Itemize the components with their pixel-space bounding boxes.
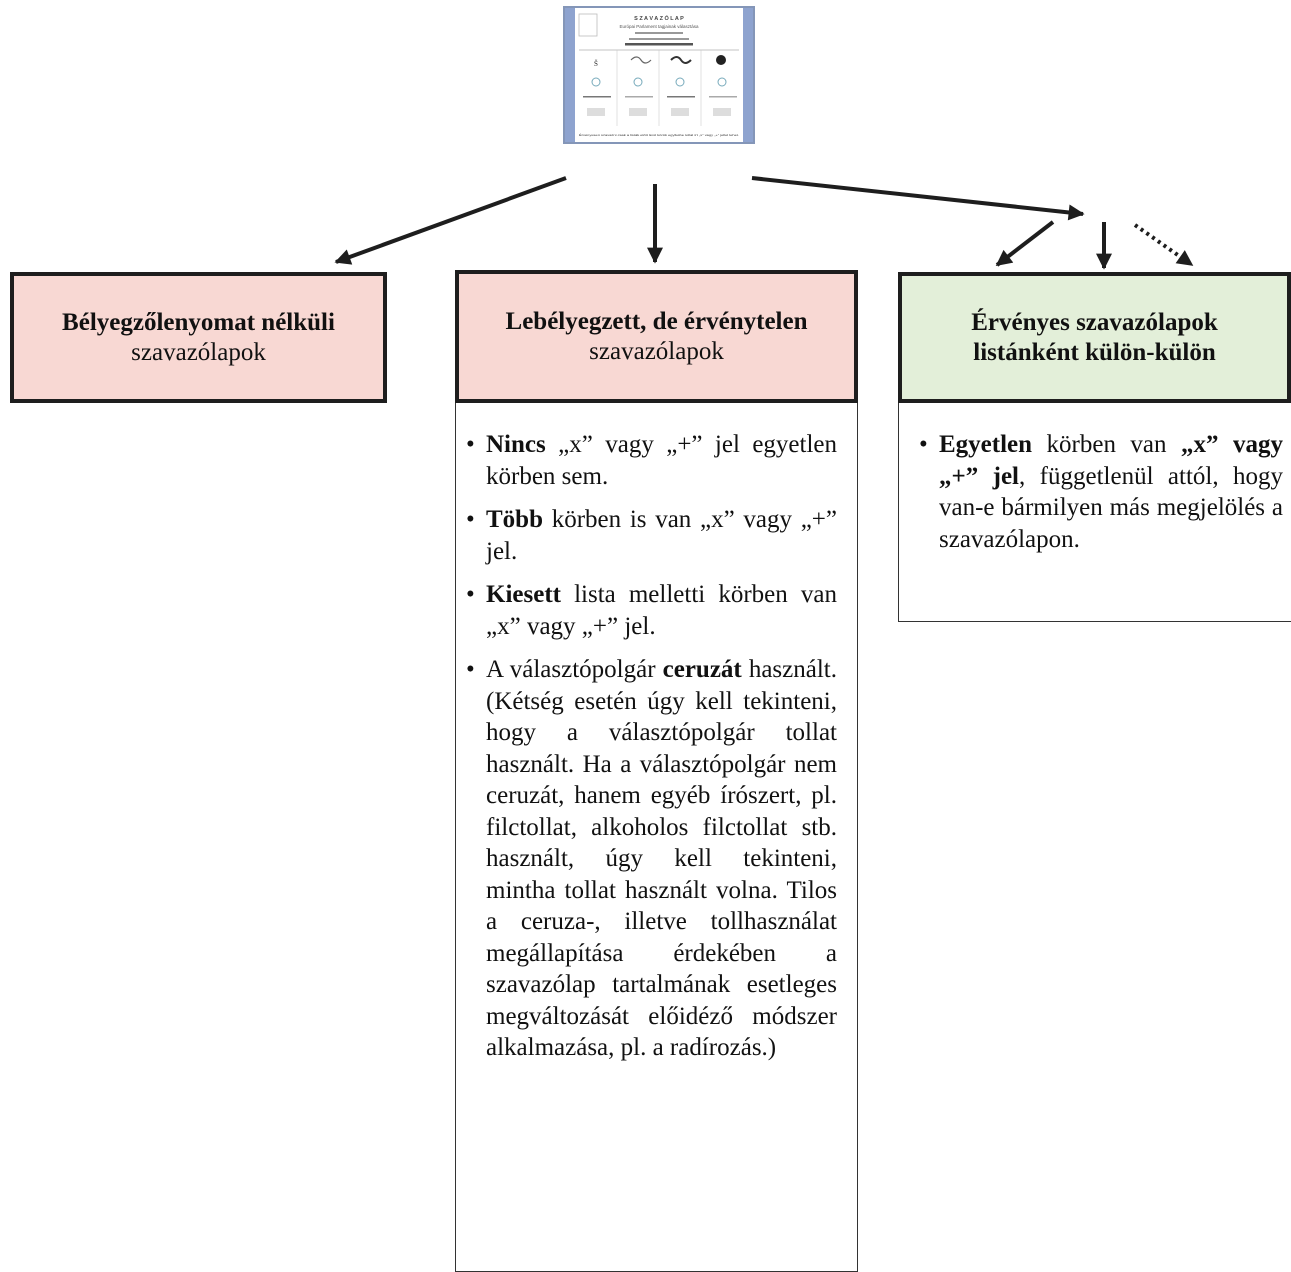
- thumbnail-title: S Z A V A Z Ó L A P: [634, 14, 684, 22]
- valid-condition-item: Egyetlen körben van „x” vagy „+” jel, fü…: [917, 429, 1283, 555]
- ballot-thumbnail: S Z A V A Z Ó L A P Európai Parlament ta…: [563, 6, 755, 144]
- invalid-reason-item: A választópolgár ceruzát használt. (Kéts…: [464, 654, 837, 1064]
- invalid-reason-item: Kiesett lista melletti körben van „x” va…: [464, 579, 837, 642]
- valid-ballots-box: Érvényes szavazólapok listánként külön-k…: [898, 272, 1291, 403]
- valid-title-line1: Érvényes szavazólapok: [971, 308, 1218, 336]
- thumbnail-right-band: [743, 8, 753, 142]
- thumbnail-left-band: [565, 8, 575, 142]
- valid-conditions-panel: Egyetlen körben van „x” vagy „+” jel, fü…: [898, 403, 1291, 622]
- arrow-valid-left: [995, 220, 1055, 267]
- invalid-reasons-list: Nincs „x” vagy „+” jel egyetlen körben s…: [464, 429, 837, 1064]
- invalid-subtitle: szavazólapok: [589, 337, 724, 365]
- invalid-reason-item: Több körben is van „x” vagy „+” jel.: [464, 504, 837, 567]
- svg-text:Š: Š: [594, 60, 598, 68]
- no-stamp-ballots-box: Bélyegzőlenyomat nélküli szavazólapok: [10, 272, 387, 403]
- thumbnail-content: S Z A V A Z Ó L A P Európai Parlament ta…: [578, 13, 739, 137]
- valid-title-line2: listánként külön-külön: [973, 338, 1216, 366]
- arrow-valid-dotted: [1133, 223, 1194, 267]
- invalid-reason-item: Nincs „x” vagy „+” jel egyetlen körben s…: [464, 429, 837, 492]
- invalid-reasons-panel: Nincs „x” vagy „+” jel egyetlen körben s…: [455, 403, 858, 1272]
- invalid-ballots-box: Lebélyegzett, de érvénytelen szavazólapo…: [455, 270, 858, 403]
- thumbnail-subtitle: Európai Parlament tagjainak választása: [619, 24, 699, 29]
- valid-conditions-list: Egyetlen körben van „x” vagy „+” jel, fü…: [917, 429, 1283, 555]
- invalid-title: Lebélyegzett, de érvénytelen: [505, 307, 808, 335]
- arrow-to-valid-group: [751, 176, 1085, 221]
- no-stamp-title: Bélyegzőlenyomat nélküli: [62, 308, 335, 336]
- thumbnail-footer: Érvényesen szavazni csak a listák előtt …: [579, 132, 739, 137]
- arrow-to-no-stamp: [334, 176, 567, 265]
- no-stamp-subtitle: szavazólapok: [131, 338, 266, 366]
